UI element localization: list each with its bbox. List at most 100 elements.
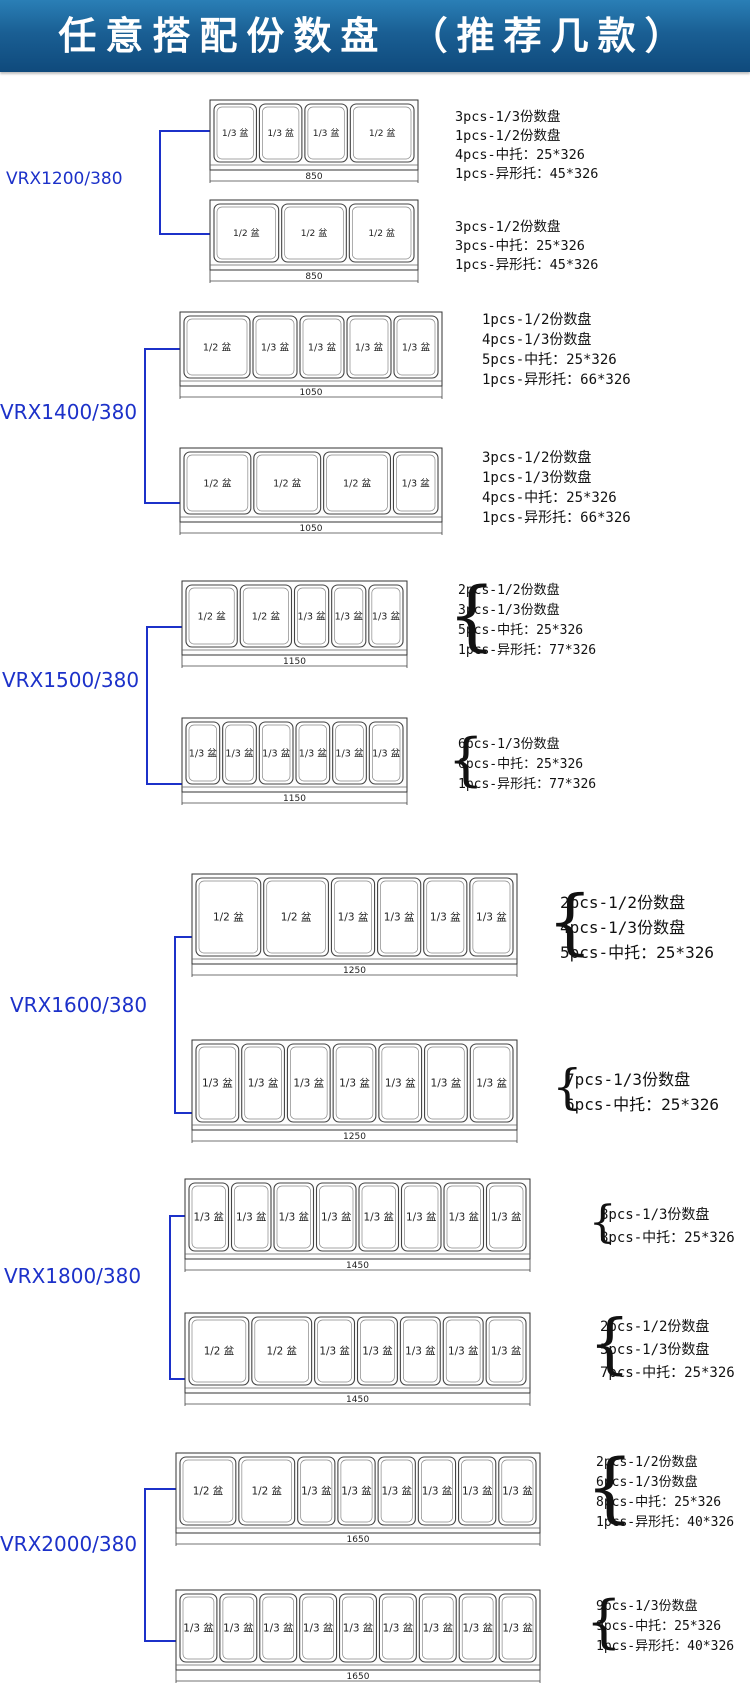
pan-inner-edge <box>191 1319 247 1383</box>
pan-inner-edge <box>216 106 254 160</box>
pan-inner-edge <box>371 587 401 645</box>
pan-inner-edge <box>360 1319 395 1383</box>
spec-line: 1pcs-异形托：45*326 <box>455 257 599 273</box>
pan-size-label: 1/3 盆 <box>225 747 254 759</box>
gastronorm-pan <box>293 584 330 648</box>
pan-size-label: 1/3 盆 <box>223 1622 254 1635</box>
gastronorm-pan <box>179 1456 237 1526</box>
tray-width-label: 1450 <box>346 1261 369 1271</box>
spec-line: 2pcs-1/2份数盘 <box>596 1455 698 1470</box>
pan-inner-edge <box>298 724 328 782</box>
pan-inner-edge <box>420 1459 453 1523</box>
pan-inner-edge <box>302 1596 334 1660</box>
pan-inner-edge <box>501 1596 534 1660</box>
tray-width-label: 1250 <box>343 966 366 976</box>
model-label: VRX1800/380 <box>4 1264 142 1288</box>
gastronorm-pan <box>213 103 257 163</box>
pan-size-label: 1/2 盆 <box>203 341 232 353</box>
pan-inner-edge <box>182 1459 234 1523</box>
gastronorm-pan <box>332 721 367 785</box>
pan-inner-edge <box>501 1459 534 1523</box>
spec-line: 2pcs-1/2份数盘 <box>600 1319 710 1335</box>
pan-inner-edge <box>262 1596 295 1660</box>
pan-inner-edge <box>302 318 342 376</box>
pan-inner-edge <box>352 106 412 160</box>
gastronorm-pan <box>442 1316 484 1386</box>
pan-inner-edge <box>396 454 436 512</box>
pan-size-label: 1/3 盆 <box>383 1622 414 1635</box>
pan-inner-edge <box>198 880 259 954</box>
gastronorm-pan <box>358 1182 400 1252</box>
spec-line: 2pcs-1/2份数盘 <box>560 893 686 912</box>
gastronorm-pan <box>304 103 348 163</box>
pan-size-label: 1/3 盆 <box>298 610 327 622</box>
gastronorm-pan <box>222 721 257 785</box>
gastronorm-pan <box>314 1316 356 1386</box>
pan-inner-edge <box>241 1459 293 1523</box>
spec-line: 1pcs-1/2份数盘 <box>455 128 561 144</box>
tray-width-label: 1650 <box>347 1535 370 1545</box>
gastronorm-pan <box>378 1043 423 1123</box>
gastronorm-pan <box>443 1182 485 1252</box>
pan-size-label: 1/3 盆 <box>248 1077 279 1090</box>
pan-size-label: 1/3 盆 <box>262 747 291 759</box>
gastronorm-pan <box>299 315 345 379</box>
pan-size-label: 1/3 盆 <box>308 341 337 353</box>
curly-brace-icon: { <box>552 1060 583 1115</box>
pan-inner-edge <box>319 1185 354 1249</box>
pan-inner-edge <box>403 1319 438 1383</box>
gastronorm-pan <box>299 1593 338 1663</box>
pan-size-label: 1/3 盆 <box>319 1345 350 1358</box>
gastronorm-pan <box>179 1593 218 1663</box>
pan-size-label: 1/3 盆 <box>263 1622 294 1635</box>
gastronorm-pan <box>252 315 298 379</box>
pan-inner-edge <box>297 587 327 645</box>
pan-inner-edge <box>222 1596 255 1660</box>
spec-line: 5pcs-中托：25*326 <box>482 352 617 368</box>
curly-brace-icon: { <box>447 569 496 659</box>
pan-size-label: 1/3 盆 <box>355 341 384 353</box>
gastronorm-pan <box>469 1043 514 1123</box>
curly-brace-icon: { <box>588 1306 631 1383</box>
pan-inner-edge <box>317 1319 352 1383</box>
pan-inner-edge <box>188 587 235 645</box>
pan-size-label: 1/2 盆 <box>267 1345 298 1358</box>
pan-inner-edge <box>186 454 249 512</box>
spec-line: 3pcs-1/3份数盘 <box>458 603 560 618</box>
pan-size-label: 1/3 盆 <box>338 911 369 924</box>
gastronorm-pan <box>188 1182 230 1252</box>
pan-size-label: 1/3 盆 <box>194 1211 225 1224</box>
spec-line: 6pcs-中托：25*326 <box>458 757 584 772</box>
pan-inner-edge <box>266 880 326 954</box>
pan-inner-edge <box>351 206 412 260</box>
gastronorm-pan <box>195 877 262 957</box>
pan-size-label: 1/3 盆 <box>423 1622 454 1635</box>
pan-size-label: 1/3 盆 <box>402 341 431 353</box>
pan-size-label: 1/3 盆 <box>321 1211 352 1224</box>
gastronorm-pan <box>399 1316 441 1386</box>
spec-line: 1pcs-异形托：45*326 <box>455 166 599 182</box>
tray-width-label: 850 <box>305 272 322 282</box>
gastronorm-pan <box>418 1593 457 1663</box>
tray-width-label: 1450 <box>346 1395 369 1405</box>
gastronorm-pan <box>400 1182 442 1252</box>
pan-size-label: 1/3 盆 <box>335 747 364 759</box>
spec-line: 6pcs-1/3份数盘 <box>596 1475 698 1490</box>
gastronorm-pan <box>339 1593 377 1663</box>
pan-size-label: 1/2 盆 <box>204 1345 235 1358</box>
pan-size-label: 1/2 盆 <box>203 477 232 489</box>
gastronorm-pan <box>346 315 392 379</box>
pan-size-label: 1/3 盆 <box>372 610 401 622</box>
spec-line: 5pcs-1/3份数盘 <box>600 1342 710 1358</box>
spec-line: 3pcs-1/2份数盘 <box>482 450 592 466</box>
tray-width-label: 1050 <box>300 524 323 534</box>
gastronorm-pan <box>368 584 404 648</box>
model-bracket <box>144 1488 176 1642</box>
